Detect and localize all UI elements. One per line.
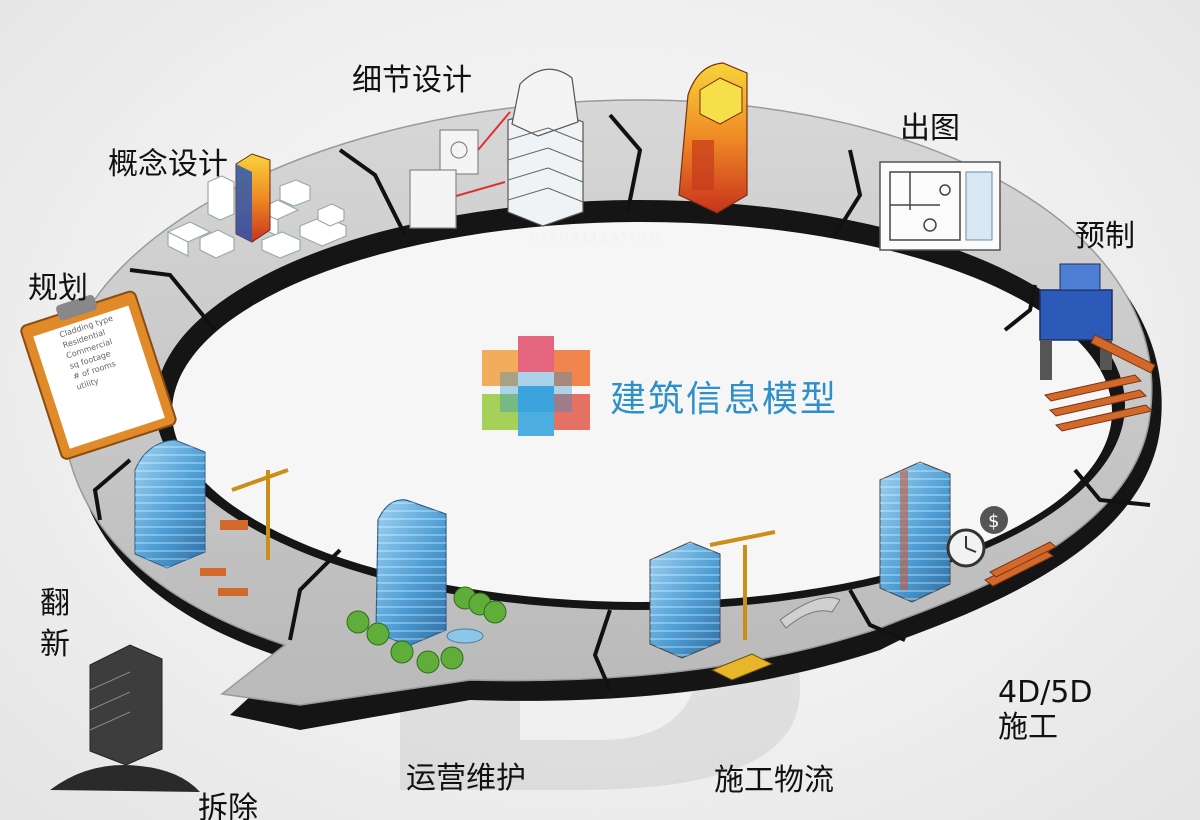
ring-segment-dividers (92, 113, 1151, 691)
clipboard-icon (20, 290, 177, 460)
stage-label-drawing-output: 出图 (900, 111, 960, 146)
stage-label-renovation: 翻新 (40, 586, 70, 662)
bim-cube-logo-icon (482, 336, 590, 436)
stage-label-demolition: 拆除 (198, 791, 258, 820)
dollar-icon: $ (988, 511, 999, 532)
detail-design-icon (409, 68, 584, 229)
construction-4d5d-icon: $ (879, 461, 1057, 603)
analysis-heatmap-tower-icon (678, 62, 748, 214)
logistics-construction-icon (649, 530, 841, 681)
stage-label-concept-design: 概念设计 (108, 147, 228, 182)
stage-label-4d5d-construction: 4D/5D 施工 (998, 675, 1093, 745)
ring-label: VISUALIZATION (530, 231, 661, 246)
drawing-sheet-icon (879, 161, 1001, 251)
demolition-rubble-icon (50, 644, 200, 792)
stage-label-prefabrication: 预制 (1075, 219, 1135, 254)
stage-label-planning: 规划 (28, 271, 88, 306)
operation-tower-icon (346, 499, 507, 674)
stage-label-operation-maintenance: 运营维护 (406, 761, 526, 796)
stage-label-detail-design: 细节设计 (352, 63, 472, 98)
prefab-machine-icon (1039, 263, 1156, 432)
planning-construction-icon (134, 439, 289, 596)
stage-label-construction-logistics: 施工物流 (714, 763, 834, 798)
concept-massing-icon (166, 153, 347, 259)
center-title: 建筑信息模型 (610, 379, 839, 420)
